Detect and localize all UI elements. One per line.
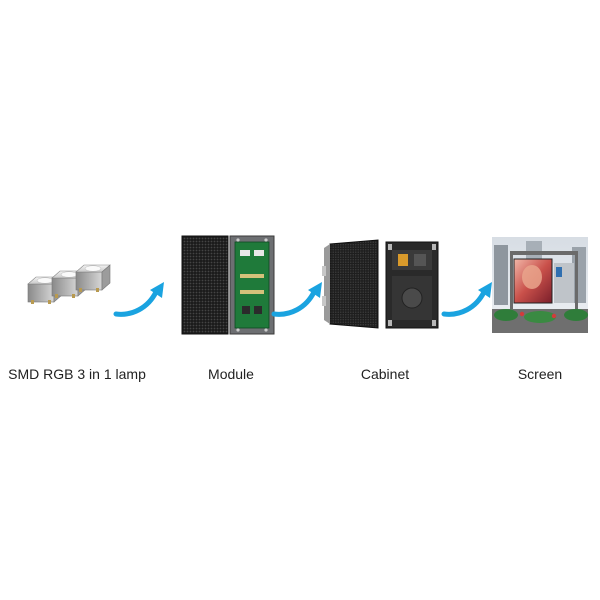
step-label-screen: Screen [517,366,563,382]
led-cabinet-icon [322,239,439,329]
arrow-icon [113,282,164,317]
led-screen-icon [492,237,588,333]
smd-lamp-icon [27,264,111,304]
led-module-icon [181,235,275,335]
arrow-icon [271,282,322,317]
arrow-icon [441,282,492,317]
step-label-module: Module [208,366,254,382]
step-label-cabinet: Cabinet [360,366,410,382]
step-label-lamp: SMD RGB 3 in 1 lamp [8,366,146,382]
